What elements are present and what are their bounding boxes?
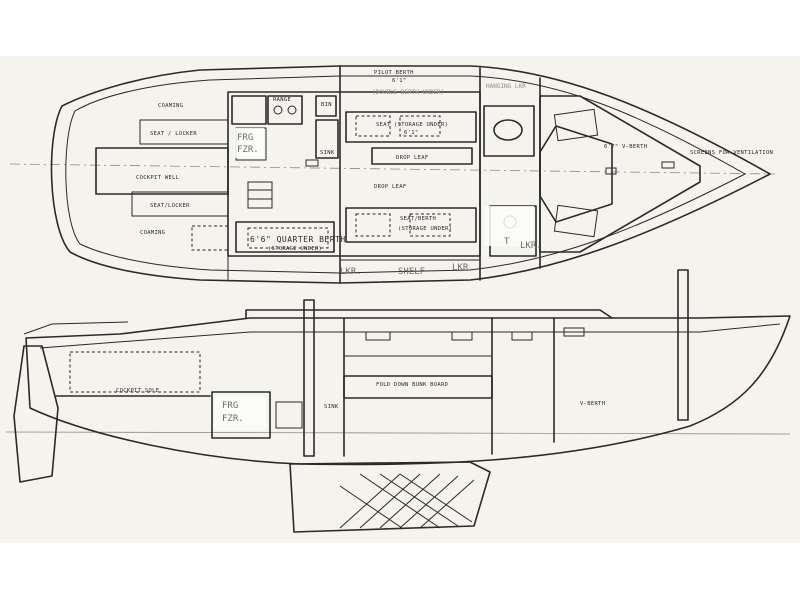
- label-head-t: T: [504, 237, 510, 247]
- label-anchor-note: SCREENS FOR VENTILATION: [690, 150, 773, 156]
- label-coaming-top: COAMING: [158, 103, 183, 109]
- profile-cabin-house: [245, 309, 613, 319]
- label-double-berth-under: (DOUBLE BERTH UNDER): [372, 89, 444, 96]
- label-coaming-bottom: COAMING: [140, 230, 165, 236]
- v-berth-locker-bottom: [553, 204, 599, 238]
- label-fold-down-bunk-board: FOLD DOWN BUNK BOARD: [376, 382, 448, 388]
- burner-2: [287, 105, 297, 115]
- label-v-berth-dim: 6'7" V-BERTH: [604, 144, 647, 150]
- cockpit-locker-storage: [191, 225, 229, 251]
- galley-bin: [315, 95, 337, 117]
- port-1: [365, 331, 391, 341]
- label-range: RANGE: [273, 97, 291, 103]
- burner-1: [273, 105, 283, 115]
- galley-range: [267, 95, 303, 125]
- hatch-small: [661, 161, 675, 169]
- label-profile-fzr: FZR.: [222, 414, 244, 424]
- mast-post: [303, 299, 315, 457]
- label-seat-storage: SEAT (STORAGE UNDER): [376, 122, 448, 128]
- galley-sink-box: [315, 119, 339, 159]
- ballast-hatching: [339, 473, 475, 529]
- label-drop-leaf-2: DROP LEAF: [374, 184, 407, 190]
- plan-deck-line: [65, 75, 747, 274]
- storage-box-1: [355, 115, 391, 137]
- v-berth: [539, 95, 701, 253]
- profile-sheer: [39, 323, 781, 349]
- storage-box-4: [409, 213, 451, 237]
- profile-hull: [25, 315, 791, 466]
- mast-step: [305, 159, 319, 167]
- tape-patch-2: [484, 206, 534, 246]
- label-hanging-lkr: HANGING LKR: [486, 83, 526, 90]
- label-head-lkr: LKR.: [520, 241, 542, 251]
- label-lkr-1: LKR.: [340, 267, 362, 277]
- profile-fridge: [211, 391, 271, 439]
- label-bin: BIN: [321, 102, 332, 108]
- bow-sampson-post: [677, 269, 689, 421]
- label-quarter-storage: (STORAGE UNDER): [268, 246, 322, 252]
- drawing-sheet: COAMING SEAT / LOCKER COCKPIT WELL SEAT/…: [0, 56, 800, 543]
- label-shelf: SHELF: [398, 267, 425, 277]
- hatch-small-2: [605, 167, 617, 175]
- salon-seat-top: [345, 111, 477, 143]
- fold-down-bunk-board: [343, 375, 493, 399]
- profile-waterline: [5, 431, 791, 435]
- sailboat-layout-drawing: COAMING SEAT / LOCKER COCKPIT WELL SEAT/…: [5, 65, 791, 533]
- label-profile-frg: FRG: [222, 401, 238, 411]
- label-storage-under: (STORAGE UNDER): [398, 226, 452, 232]
- label-pilot-berth-dim: 6'1": [392, 78, 406, 84]
- label-sink: SINK: [320, 150, 335, 156]
- plan-hull-outline: [50, 65, 771, 284]
- storage-box-3: [355, 213, 391, 237]
- label-fzr: FZR.: [237, 145, 259, 155]
- port-4: [563, 327, 585, 337]
- cockpit-well: [95, 147, 229, 195]
- tape-patch-1: [234, 128, 264, 158]
- quarter-berth-storage: [247, 227, 329, 249]
- label-v-berth: V-BERTH: [580, 401, 605, 407]
- salon-seat-bottom: [345, 207, 477, 243]
- head-compartment: [483, 105, 535, 157]
- tape-patch-3: [214, 396, 266, 430]
- label-quarter-berth: 6'6" QUARTER BERTH: [250, 235, 346, 244]
- rudder: [13, 345, 59, 483]
- label-profile-sink: SINK: [324, 404, 339, 410]
- port-3: [511, 331, 533, 341]
- v-berth-locker-top: [553, 108, 599, 142]
- stern-rail: [23, 321, 129, 335]
- plan-view: COAMING SEAT / LOCKER COCKPIT WELL SEAT/…: [9, 65, 776, 284]
- cockpit-locker-profile: [69, 351, 201, 393]
- label-lkr-2: LKR.: [452, 263, 474, 273]
- profile-view: COCKPIT SOLE FRG FZR. SINK FOLD DOWN BUN…: [5, 269, 791, 533]
- companion-steps: [247, 181, 273, 209]
- label-seat-locker-top: SEAT / LOCKER: [150, 131, 197, 137]
- label-pilot-berth: PILOT BERTH: [374, 70, 414, 76]
- port-2: [451, 331, 473, 341]
- plan-centerline: [9, 163, 776, 175]
- quarter-berth: [235, 221, 335, 253]
- label-cockpit-sole: COCKPIT SOLE: [116, 388, 159, 394]
- label-seat-locker-bottom: SEAT/LOCKER: [150, 203, 190, 209]
- label-seat-dim: 6'1": [404, 130, 418, 136]
- label-frg: FRG: [237, 133, 253, 143]
- label-drop-leaf-1: DROP LEAF: [396, 155, 429, 161]
- head-sink: [493, 119, 523, 141]
- profile-sink: [275, 401, 303, 429]
- label-cockpit-well: COCKPIT WELL: [136, 175, 180, 181]
- drop-leaf-table: [371, 147, 473, 165]
- galley-fridge: [231, 95, 267, 125]
- label-seat-berth: SEAT/BERTH: [400, 216, 436, 222]
- keel: [289, 461, 491, 533]
- storage-box-2: [399, 115, 441, 137]
